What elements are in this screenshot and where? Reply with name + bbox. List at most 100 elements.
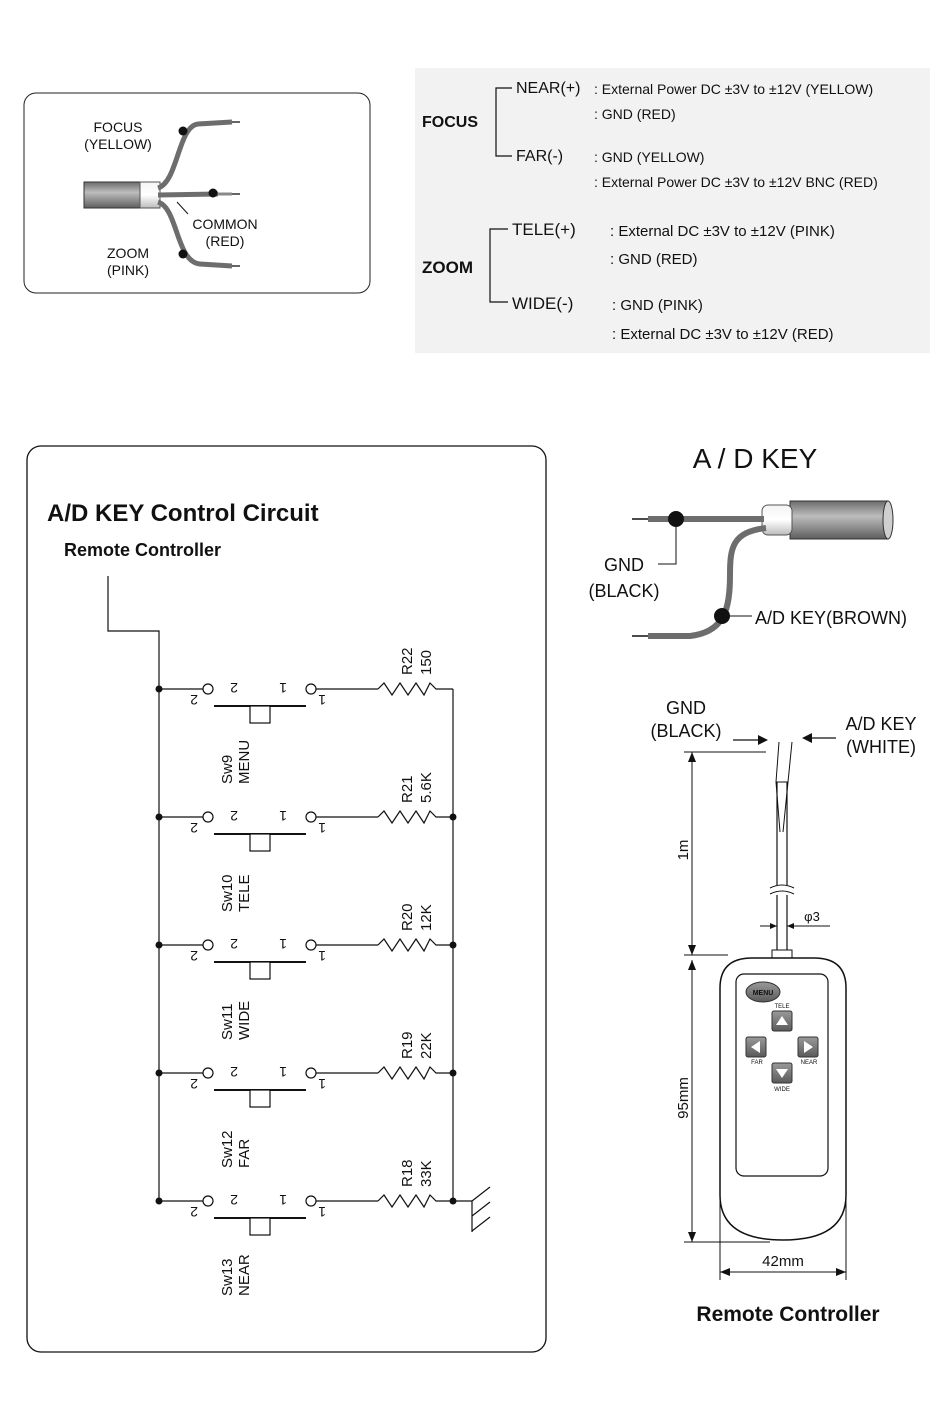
switch-function: NEAR	[236, 1254, 253, 1296]
remote-caption: Remote Controller	[696, 1303, 879, 1326]
cable-body	[83, 181, 147, 209]
pin-label-outer-2: 2	[190, 948, 198, 964]
remote-key-color: (WHITE)	[846, 737, 916, 757]
focus-wire	[156, 119, 233, 191]
adkey-gnd-label: GND	[604, 555, 644, 575]
switch-terminal-2	[202, 811, 214, 823]
switch-label: Sw12	[219, 1130, 236, 1168]
circuit-title: A/D KEY Control Circuit	[47, 500, 319, 527]
adkey-brown-node	[714, 608, 730, 624]
focus-bracket	[495, 87, 512, 157]
focus-title: FOCUS	[422, 114, 478, 131]
resistor-symbol	[377, 681, 453, 697]
remote-menu-label: MENU	[753, 990, 774, 997]
switch-label: Sw9	[219, 755, 236, 784]
pin-label-inner-2: 2	[230, 1064, 238, 1080]
switch-label: Sw10	[219, 874, 236, 912]
bus-junction-right	[449, 1197, 457, 1205]
switch-label: Sw13	[219, 1258, 236, 1296]
remote-wide-label: WIDE	[774, 1087, 790, 1093]
remote-far-label: FAR	[751, 1060, 763, 1066]
switch-function: MENU	[236, 740, 253, 784]
focus-far-line2: : External Power DC ±3V to ±12V BNC (RED…	[594, 174, 878, 190]
zoom-tele-label: TELE(+)	[512, 220, 576, 239]
common-node	[208, 188, 218, 198]
remote-cable-length: 1m	[675, 840, 692, 861]
zoom-wide-label: WIDE(-)	[512, 294, 573, 313]
pin-label-outer-1: 1	[318, 820, 326, 836]
switch-plunger	[249, 961, 271, 980]
pin-label-inner-1: 1	[279, 1192, 287, 1208]
resistor-symbol	[377, 1193, 453, 1209]
resistor-value: 12K	[418, 904, 435, 931]
resistor-value: 22K	[418, 1032, 435, 1059]
resistor-value: 150	[418, 650, 435, 675]
switch-plunger	[249, 833, 271, 852]
remote-height: 95mm	[675, 1077, 692, 1119]
zoom-wire	[156, 199, 233, 269]
pin-label-outer-1: 1	[318, 1204, 326, 1220]
pin-label-inner-2: 2	[230, 1192, 238, 1208]
switch-function: TELE	[236, 874, 253, 912]
resistor-label: R20	[399, 903, 416, 931]
zoom-tele-line2: : GND (RED)	[610, 251, 698, 268]
bus-junction-right	[449, 941, 457, 949]
bus-junction-right	[449, 1069, 457, 1077]
pin-label-outer-1: 1	[318, 948, 326, 964]
wiring-table: FOCUS NEAR(+) : External Power DC ±3V to…	[415, 68, 930, 353]
zoom-title: ZOOM	[422, 258, 473, 277]
bus-junction-right	[449, 813, 457, 821]
adkey-gnd-node	[668, 511, 684, 527]
remote-tele-label: TELE	[774, 1004, 789, 1010]
switch-plunger	[249, 1217, 271, 1236]
remote-diameter: φ3	[804, 909, 820, 924]
arrow-down-icon	[776, 1069, 788, 1078]
adkey-cable-body	[789, 500, 889, 540]
pin-label-outer-2: 2	[190, 1204, 198, 1220]
zoom-node	[178, 249, 188, 259]
pin-label-outer-2: 2	[190, 820, 198, 836]
switch-terminal-1	[305, 683, 317, 695]
cable-panel: FOCUS (YELLOW) COMMON (RED) ZOOM (PINK)	[23, 92, 371, 294]
zoom-tele-line1: : External DC ±3V to ±12V (PINK)	[610, 223, 835, 240]
pin-label-inner-2: 2	[230, 808, 238, 824]
switch-terminal-2	[202, 1195, 214, 1207]
resistor-symbol	[377, 809, 453, 825]
switch-label: Sw11	[219, 1004, 236, 1040]
circuit-bus-left	[107, 576, 160, 1201]
pin-label-outer-1: 1	[318, 1076, 326, 1092]
resistor-label: R22	[399, 647, 416, 675]
zoom-wire-label: ZOOM	[107, 245, 149, 261]
pin-label-outer-1: 1	[318, 692, 326, 708]
zoom-wide-line2: : External DC ±3V to ±12V (RED)	[612, 326, 834, 343]
adkey-brown-label: A/D KEY(BROWN)	[755, 608, 907, 628]
resistor-value: 33K	[418, 1160, 435, 1187]
remote-key-label: A/D KEY	[845, 714, 916, 734]
pin-label-outer-2: 2	[190, 1076, 198, 1092]
remote-panel: GND (BLACK) A/D KEY (WHITE) φ3 MENU TELE	[650, 698, 916, 1326]
switch-terminal-1	[305, 1067, 317, 1079]
common-wire-label: COMMON	[192, 216, 257, 232]
circuit-subtitle: Remote Controller	[64, 540, 221, 560]
focus-near-line1: : External Power DC ±3V to ±12V (YELLOW)	[594, 81, 873, 97]
common-wire	[157, 191, 219, 198]
adkey-brown-wire	[648, 525, 767, 639]
focus-wire-label: FOCUS	[94, 119, 143, 135]
resistor-symbol	[377, 937, 453, 953]
resistor-label: R18	[399, 1159, 416, 1187]
switch-terminal-1	[305, 811, 317, 823]
zoom-wide-line1: : GND (PINK)	[612, 297, 703, 314]
remote-width: 42mm	[762, 1253, 804, 1270]
adkey-cable-jacket	[761, 504, 793, 536]
pin-label-inner-1: 1	[279, 808, 287, 824]
remote-menu-button[interactable]	[745, 981, 781, 1003]
resistor-symbol	[377, 1065, 453, 1081]
arrow-left-icon	[751, 1041, 760, 1053]
focus-wire-color: (YELLOW)	[84, 136, 152, 152]
adkey-gnd-color: (BLACK)	[588, 581, 659, 601]
remote-gnd-label: GND	[666, 698, 706, 718]
pin-label-inner-1: 1	[279, 1064, 287, 1080]
switch-terminal-2	[202, 683, 214, 695]
switch-function: FAR	[236, 1139, 253, 1168]
